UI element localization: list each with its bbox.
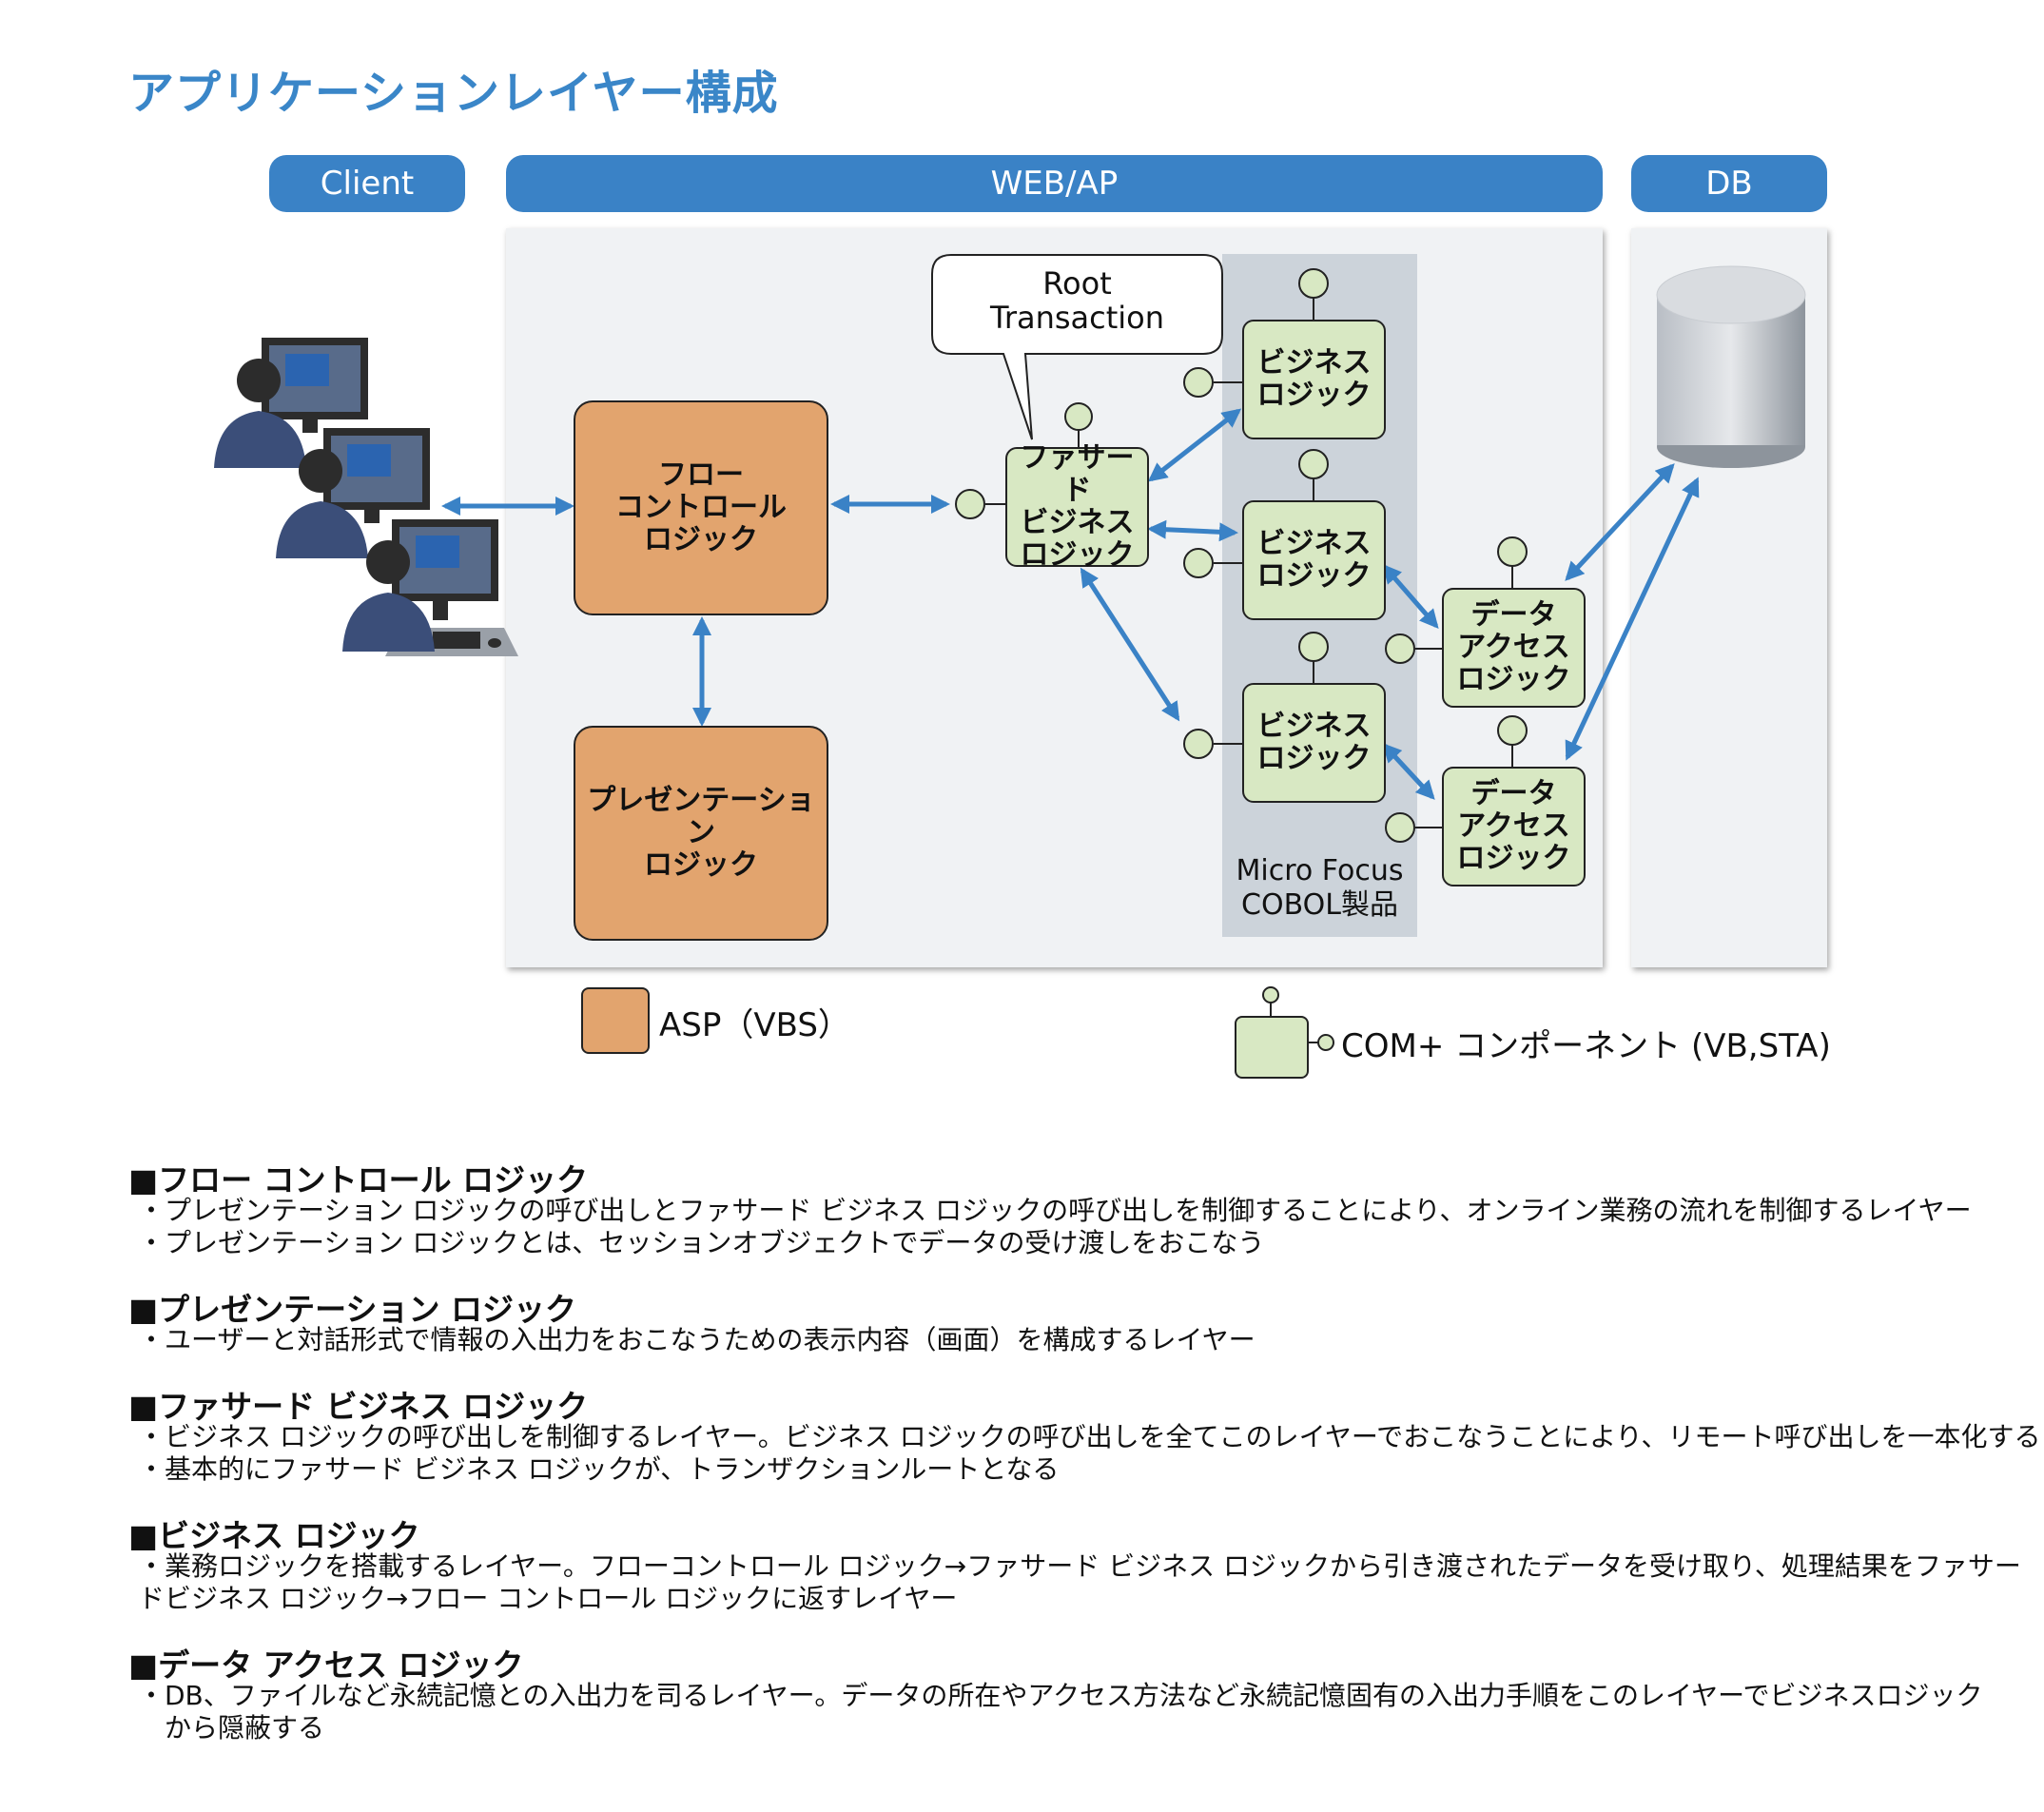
database-icon xyxy=(1656,265,1806,468)
section-heading-flow: ■フロー コントロール ロジック xyxy=(128,1161,589,1198)
section-heading-facade: ■ファサード ビジネス ロジック xyxy=(128,1388,589,1425)
flow-arrows xyxy=(441,408,1700,800)
facade-business-logic-box: ファサード ビジネス ロジック xyxy=(1005,442,1149,572)
section-line: ・ビジネス ロジックの呼び出しを制御するレイヤー。ビジネス ロジックの呼び出しを… xyxy=(138,1421,2041,1452)
section-line: ・基本的にファサード ビジネス ロジックが、トランザクションルートとなる xyxy=(138,1453,1060,1485)
cobol-label: Micro Focus COBOL製品 xyxy=(1236,854,1404,922)
com-interface-icons xyxy=(955,268,1528,1051)
section-heading-business: ■ビジネス ロジック xyxy=(128,1517,420,1554)
client-header: Client xyxy=(269,155,465,212)
root-transaction-label: Root Transaction xyxy=(989,265,1165,336)
legend-com-label: COM+ コンポーネント (VB,STA) xyxy=(1341,1027,1831,1065)
section-line: から隠蔽する xyxy=(138,1712,325,1744)
data-access-logic-box-2: データ アクセス ロジック xyxy=(1442,767,1586,887)
legend-asp-label: ASP（VBS） xyxy=(659,1006,850,1044)
presentation-logic-box: プレゼンテーション ロジック xyxy=(574,726,828,941)
section-line: ・業務ロジックを搭載するレイヤー。フローコントロール ロジック→ファサード ビジ… xyxy=(138,1550,2021,1614)
section-heading-data-access: ■データ アクセス ロジック xyxy=(128,1646,524,1684)
webap-header: WEB/AP xyxy=(506,155,1603,212)
business-logic-box-2: ビジネス ロジック xyxy=(1242,500,1386,620)
section-line: ・プレゼンテーション ロジックの呼び出しとファサード ビジネス ロジックの呼び出… xyxy=(138,1195,1972,1226)
client-workstation-icon xyxy=(214,338,518,656)
legend-com-swatch xyxy=(1235,1016,1309,1079)
legend-asp-swatch xyxy=(581,987,650,1054)
flow-control-logic-box: フロー コントロール ロジック xyxy=(574,400,828,615)
section-line: ビジネス ロジック→フロー コントロール ロジックに返すレイヤー xyxy=(138,1583,958,1614)
root-transaction-callout xyxy=(931,254,1223,440)
data-access-logic-box-1: データ アクセス ロジック xyxy=(1442,588,1586,708)
section-heading-presentation: ■プレゼンテーション ロジック xyxy=(128,1291,577,1328)
business-logic-box-3: ビジネス ロジック xyxy=(1242,683,1386,803)
section-line: ・ユーザーと対話形式で情報の入出力をおこなうための表示内容（画面）を構成するレイ… xyxy=(138,1324,1256,1355)
section-line: ・DB、ファイルなど永続記憶との入出力を司るレイヤー。データの所在やアクセス方法… xyxy=(138,1680,1983,1711)
db-header: DB xyxy=(1631,155,1827,212)
section-line: ・プレゼンテーション ロジックとは、セッションオブジェクトでデータの受け渡しをお… xyxy=(138,1227,1265,1258)
business-logic-box-1: ビジネス ロジック xyxy=(1242,320,1386,439)
page-title: アプリケーションレイヤー構成 xyxy=(128,67,779,120)
